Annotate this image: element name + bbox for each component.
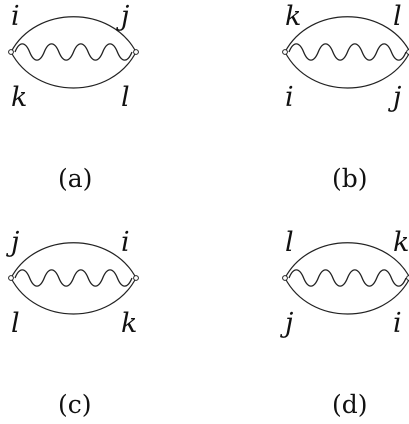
label-top-left: j (6, 227, 19, 258)
label-top-right: k (393, 227, 409, 258)
label-bottom-left: k (11, 82, 27, 113)
label-top-left: l (285, 227, 294, 258)
label-top-left: k (285, 1, 301, 32)
label-bottom-left: i (285, 82, 294, 113)
right-vertex (133, 275, 139, 281)
upper-propagator-line (284, 242, 409, 279)
caption: (d) (332, 390, 368, 419)
lower-propagator-line (284, 277, 409, 315)
label-bottom-left: l (11, 308, 20, 339)
upper-propagator-line (10, 16, 137, 53)
upper-propagator-line (10, 242, 137, 279)
diagram-d: l k j i (d) (280, 227, 409, 419)
wavy-interaction-line (288, 43, 407, 61)
wavy-interaction-line (14, 269, 133, 287)
diagram-b: k l i j (b) (282, 1, 409, 193)
diagram-a: i j k l (a) (8, 1, 139, 193)
left-vertex (8, 49, 14, 55)
caption: (c) (58, 390, 92, 419)
left-vertex (282, 275, 288, 281)
right-vertex (133, 49, 139, 55)
label-bottom-left: j (280, 308, 293, 339)
left-vertex (282, 49, 288, 55)
left-vertex (8, 275, 14, 281)
label-top-left: i (11, 1, 20, 32)
wavy-interaction-line (288, 269, 407, 287)
label-bottom-right: k (121, 308, 137, 339)
lower-propagator-line (10, 277, 137, 315)
upper-propagator-line (284, 16, 409, 53)
diagram-c: j i l k (c) (6, 227, 139, 419)
label-top-right: l (393, 1, 402, 32)
label-bottom-right: i (393, 308, 402, 339)
caption: (a) (58, 164, 92, 193)
label-top-right: j (116, 1, 129, 32)
wavy-interaction-line (14, 43, 133, 61)
label-bottom-right: j (388, 82, 401, 113)
lower-propagator-line (284, 51, 409, 89)
label-bottom-right: l (121, 82, 130, 113)
label-top-right: i (121, 227, 130, 258)
caption: (b) (332, 164, 368, 193)
lower-propagator-line (10, 51, 137, 89)
